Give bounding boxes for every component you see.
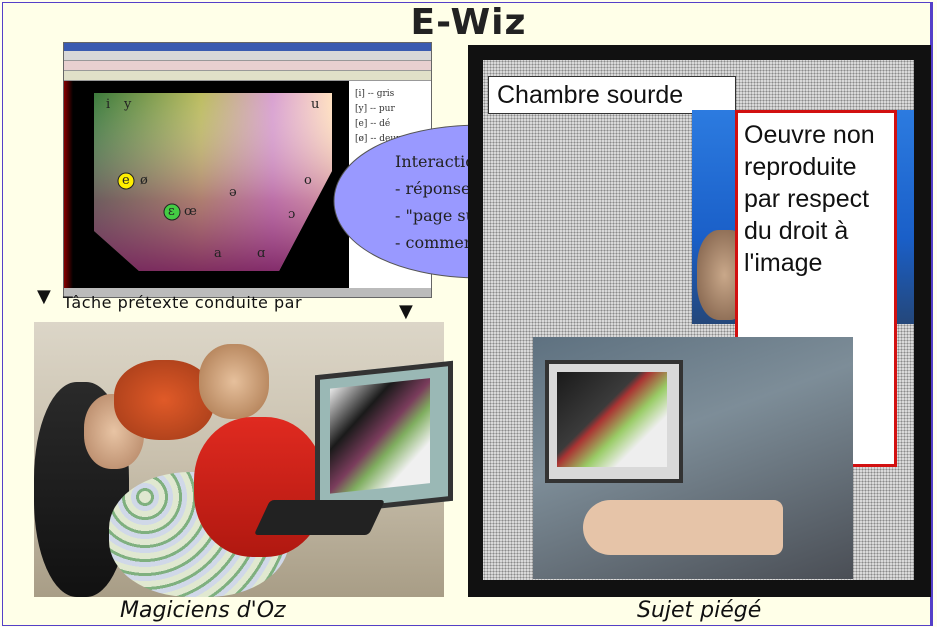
ipa-symbol: [i] (355, 89, 365, 99)
vowel-chart: i y u e ø o ɛ œ ɔ ə a ɑ (64, 81, 349, 288)
person-figure (194, 417, 324, 557)
subject-arm (583, 500, 783, 555)
down-arrow-icon: ▼ (399, 301, 413, 322)
down-arrow-icon: ▼ (37, 286, 51, 307)
vowel-label: o (304, 173, 312, 188)
vowel-label: y (124, 97, 132, 112)
example-word: deux (379, 134, 402, 144)
ipa-symbol: [y] (355, 104, 368, 114)
list-item: [ø] -- deux (355, 134, 402, 144)
monitor (315, 360, 453, 516)
software-screenshot: i y u e ø o ɛ œ ɔ ə a ɑ [i] -- gris [y] … (63, 42, 432, 298)
vowel-label: œ (184, 204, 197, 219)
ipa-symbol: [e] (355, 119, 368, 129)
example-word: gris (376, 89, 395, 99)
person-face (199, 344, 269, 419)
caption-left: Magiciens d'Oz (120, 598, 286, 623)
vowel-label: ɛ (168, 204, 175, 219)
ipa-symbol: [ø] (355, 134, 368, 144)
window-titlebar (64, 43, 431, 51)
tab-row-2 (64, 71, 431, 81)
vowel-triangle-graphic (64, 81, 332, 288)
monitor (545, 360, 683, 483)
room-label: Chambre sourde (488, 76, 736, 114)
vowel-label: a (214, 246, 222, 261)
vowel-label: ɔ (288, 207, 296, 222)
vowel-label: ø (140, 173, 148, 188)
status-strip (64, 288, 431, 297)
example-word: dé (379, 119, 391, 129)
example-word: pur (378, 104, 395, 114)
caption-right: Sujet piégé (637, 598, 762, 623)
person-hair (114, 360, 214, 440)
vowel-label: i (106, 97, 111, 112)
task-label: Tâche prétexte conduite par (63, 293, 303, 312)
vowel-label: u (311, 97, 320, 112)
monitor-screen (330, 378, 430, 494)
slide-title: E-Wiz (410, 2, 527, 43)
monitor-screen (557, 372, 667, 467)
toolbar-row (64, 51, 431, 61)
vowel-label: e (122, 173, 130, 188)
vowel-label: ə (229, 185, 237, 200)
keyboard (253, 500, 386, 535)
tab-row (64, 61, 431, 71)
list-item: [i] -- gris (355, 89, 395, 99)
list-item: [y] -- pur (355, 104, 395, 114)
list-item: [e] -- dé (355, 119, 391, 129)
vowel-label: ɑ (257, 246, 266, 261)
